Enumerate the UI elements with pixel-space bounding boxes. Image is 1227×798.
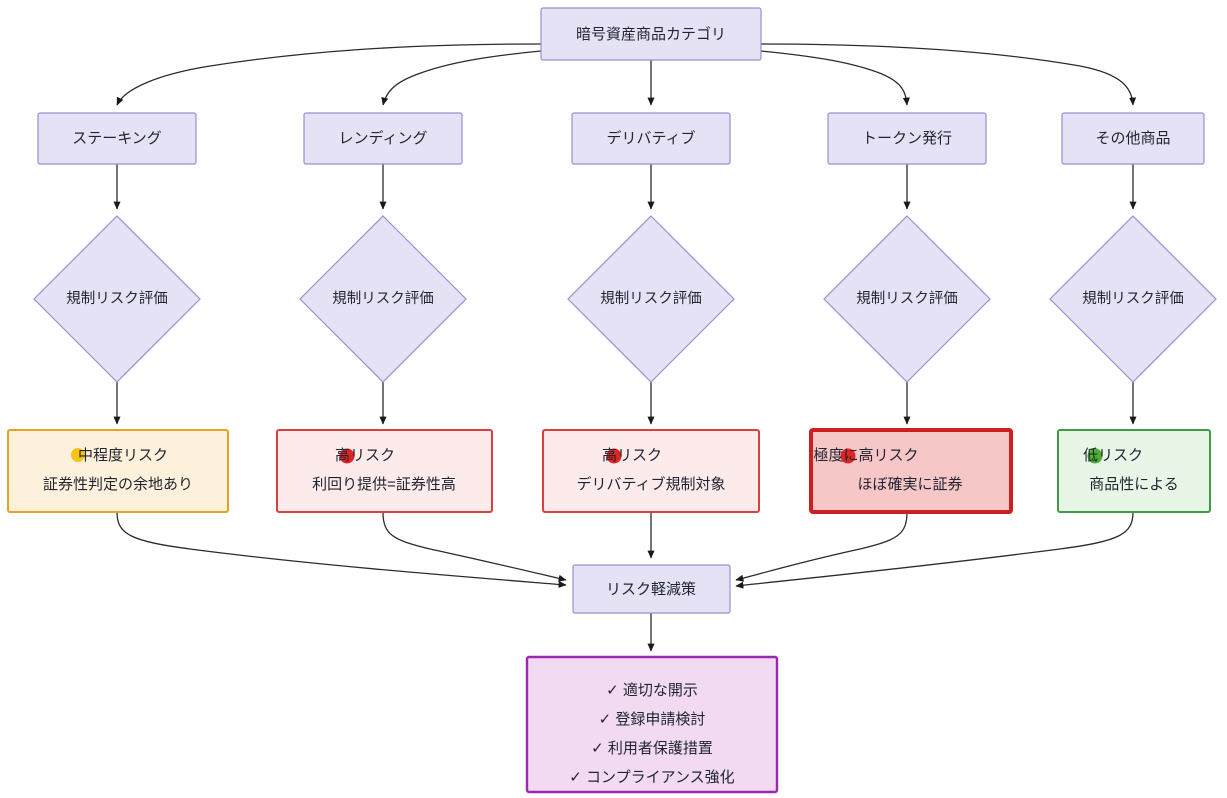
node-category-lending-label: レンディング (339, 129, 428, 147)
node-root[interactable]: 暗号資産商品カテゴリ (540, 7, 762, 61)
node-outcome-other-line2: 商品性による (1089, 476, 1179, 493)
node-category-staking[interactable]: ステーキング (37, 112, 197, 165)
node-mitigation-label: リスク軽減策 (606, 581, 696, 598)
node-decision-token-shape[interactable] (823, 215, 991, 383)
risk-dot-green-icon (1087, 448, 1103, 464)
node-decision-staking-label: 規制リスク評価 (66, 290, 168, 307)
node-decision-other-shape[interactable] (1049, 215, 1217, 383)
node-category-other[interactable]: その他商品 (1061, 112, 1205, 165)
node-decision-other-label: 規制リスク評価 (1082, 290, 1184, 307)
edge-root-token (760, 50, 910, 106)
risk-dot-red-icon (840, 448, 856, 464)
edge-outcome-staking-mitigation (116, 511, 567, 588)
node-outcome-staking-line1: 中程度リスク (78, 447, 168, 464)
node-mitigation[interactable]: リスク軽減策 (572, 564, 731, 614)
node-category-staking-label: ステーキング (72, 130, 162, 147)
risk-dot-yellow-icon (71, 448, 85, 462)
edges-decision-to-outcome (113, 382, 1137, 425)
node-category-derivative-label: デリバティブ (606, 129, 695, 147)
edges-outcome-to-mitigation (116, 511, 1134, 589)
edge-outcome-lending-mitigation (382, 511, 567, 582)
node-outcome-derivative[interactable]: 高リスク デリバティブ規制対象 (542, 429, 760, 513)
node-category-other-shape[interactable] (1061, 112, 1205, 165)
risk-dot-red-icon (606, 448, 622, 464)
node-category-token-label: トークン発行 (862, 130, 952, 147)
edge-root-other (760, 43, 1137, 106)
node-decision-lending[interactable]: 規制リスク評価 (299, 215, 467, 383)
edges-category-to-decision (113, 164, 1137, 210)
node-mitigation-shape[interactable] (572, 564, 731, 614)
node-outcome-other-line1: 低リスク (1083, 447, 1143, 464)
node-category-derivative[interactable]: デリバティブ (571, 112, 731, 165)
edge-outcome-other-mitigation (735, 511, 1134, 589)
node-outcome-derivative-shape[interactable] (542, 429, 760, 513)
risk-dot-red-icon (339, 448, 355, 464)
node-outcome-staking[interactable]: 中程度リスク 証券性判定の余地あり (7, 429, 229, 513)
node-outcome-derivative-line1: 高リスク (602, 447, 662, 464)
node-measures-item-2: ✓ 登録申請検討 (599, 711, 706, 728)
node-decision-lending-shape[interactable] (299, 215, 467, 383)
node-root-label: 暗号資産商品カテゴリ (576, 25, 726, 43)
node-decision-derivative-shape[interactable] (567, 215, 735, 383)
node-outcome-lending[interactable]: 高リスク 利回り提供=証券性高 (276, 429, 493, 513)
node-decision-lending-label: 規制リスク評価 (332, 290, 434, 307)
node-decision-token[interactable]: 規制リスク評価 (823, 215, 991, 383)
node-category-token[interactable]: トークン発行 (827, 112, 987, 165)
node-outcome-staking-shape[interactable] (7, 429, 229, 513)
node-decision-derivative-label: 規制リスク評価 (600, 290, 702, 307)
node-outcome-staking-line2: 証券性判定の余地あり (43, 475, 193, 493)
node-category-staking-shape[interactable] (37, 112, 197, 165)
node-measures-item-3: ✓ 利用者保護措置 (591, 740, 713, 757)
node-category-lending-shape[interactable] (303, 112, 463, 165)
node-outcome-other[interactable]: 低リスク 商品性による (1057, 429, 1211, 513)
node-outcome-token-line1: 極度に高リスク (813, 447, 918, 464)
node-category-other-label: その他商品 (1095, 130, 1170, 147)
node-outcome-other-shape[interactable] (1057, 429, 1211, 513)
edge-outcome-token-mitigation (735, 511, 908, 582)
node-measures-item-1: ✓ 適切な開示 (606, 681, 698, 699)
node-decision-other[interactable]: 規制リスク評価 (1049, 215, 1217, 383)
node-category-lending[interactable]: レンディング (303, 112, 463, 165)
node-category-token-shape[interactable] (827, 112, 987, 165)
node-outcome-token-shape[interactable] (809, 428, 1013, 514)
node-outcome-lending-shape[interactable] (276, 429, 493, 513)
node-outcome-lending-line2: 利回り提供=証券性高 (312, 476, 456, 493)
node-measures-shape[interactable] (525, 655, 779, 794)
edge-root-lending (381, 50, 542, 106)
node-decision-staking[interactable]: 規制リスク評価 (33, 215, 201, 383)
node-outcome-token-line2: ほぼ確実に証券 (857, 476, 962, 493)
node-decision-derivative[interactable]: 規制リスク評価 (567, 215, 735, 383)
node-outcome-lending-line1: 高リスク (335, 447, 395, 464)
node-measures-item-4: ✓ コンプライアンス強化 (569, 769, 734, 786)
node-measures[interactable]: ✓ 適切な開示 ✓ 登録申請検討 ✓ 利用者保護措置 ✓ コンプライアンス強化 (525, 655, 779, 794)
node-decision-token-label: 規制リスク評価 (856, 290, 958, 307)
edges-root-to-categories (116, 43, 1137, 106)
edge-root-staking (116, 43, 542, 106)
node-outcome-derivative-line2: デリバティブ規制対象 (576, 475, 725, 493)
node-category-derivative-shape[interactable] (571, 112, 731, 165)
node-outcome-token[interactable]: 極度に高リスク ほぼ確実に証券 (809, 428, 1013, 514)
node-root-shape[interactable] (540, 7, 762, 61)
node-decision-staking-shape[interactable] (33, 215, 201, 383)
